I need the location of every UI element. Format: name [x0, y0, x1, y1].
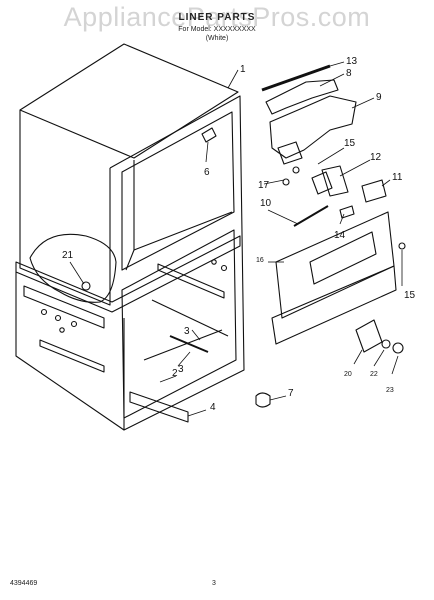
part-7-cap — [255, 392, 271, 408]
part-20-bracket — [355, 319, 383, 353]
color-line: (White) — [205, 35, 229, 42]
liner-front-frame — [109, 95, 245, 431]
callout-11: 11 — [392, 172, 403, 183]
callout-9: 9 — [376, 92, 382, 103]
part-15-screw-b — [398, 242, 406, 250]
callout-22: 22 — [370, 371, 378, 378]
part-16-panel — [275, 211, 395, 319]
part-12-fan-blade — [311, 171, 333, 195]
part-11-switch — [361, 179, 387, 203]
callout-15-b: 15 — [404, 290, 416, 301]
callout-1: 1 — [240, 64, 246, 75]
callout-15: 15 — [344, 138, 356, 149]
callout-2: 2 — [172, 368, 178, 379]
liner-divider — [15, 235, 241, 313]
shelf-rail-left — [39, 339, 105, 373]
part-6 — [201, 127, 217, 143]
part-15-screw — [292, 166, 300, 174]
callout-3-b: 3 — [178, 364, 184, 375]
callout-4: 4 — [210, 402, 216, 413]
part-12-motor — [321, 165, 349, 197]
part-16-grille — [271, 265, 397, 345]
callout-13: 13 — [346, 56, 358, 67]
part-17-washer — [282, 178, 290, 186]
part-8-cover — [265, 79, 339, 115]
part-9-housing — [269, 95, 357, 159]
part-23-dial — [392, 342, 404, 354]
callout-6: 6 — [204, 167, 210, 178]
duct-fastener — [81, 281, 91, 291]
part-2-slide — [169, 335, 209, 353]
shelf-rail-right — [157, 263, 225, 299]
callout-7: 7 — [288, 388, 294, 399]
liner-left-side — [19, 110, 111, 306]
liner-top-face — [19, 43, 239, 159]
air-duct-part — [29, 233, 117, 303]
callout-labels: 1 13 8 9 15 12 6 17 11 10 14 16 21 15 3 … — [62, 56, 416, 413]
page-number: 3 — [212, 580, 216, 587]
liner-inner-back — [133, 160, 233, 251]
part-9-bracket — [277, 141, 303, 165]
part-14-clip — [339, 205, 355, 219]
callout-14: 14 — [334, 230, 346, 241]
callout-8: 8 — [346, 68, 352, 79]
callout-20: 20 — [344, 371, 352, 378]
callout-3-a: 3 — [184, 326, 190, 337]
liner-lower-opening — [121, 229, 237, 419]
part-13-strip — [261, 64, 331, 92]
document-number: 4394469 — [10, 580, 38, 587]
diagram-title: LINER PARTS — [178, 12, 256, 23]
watermark: AppliancePartsPros.com — [63, 2, 371, 32]
part-22-knob — [381, 339, 391, 349]
liner-lower-side — [15, 272, 125, 431]
callout-10: 10 — [260, 198, 272, 209]
callout-12: 12 — [370, 152, 382, 163]
callout-16: 16 — [256, 257, 264, 264]
callout-17: 17 — [258, 180, 270, 191]
callout-21: 21 — [62, 250, 74, 261]
part-4-rail — [129, 391, 189, 423]
callout-23: 23 — [386, 387, 394, 394]
model-line: For Model: XXXXXXXXX — [178, 26, 256, 33]
liner-upper-opening — [121, 111, 235, 271]
part-10-heater — [293, 205, 329, 227]
